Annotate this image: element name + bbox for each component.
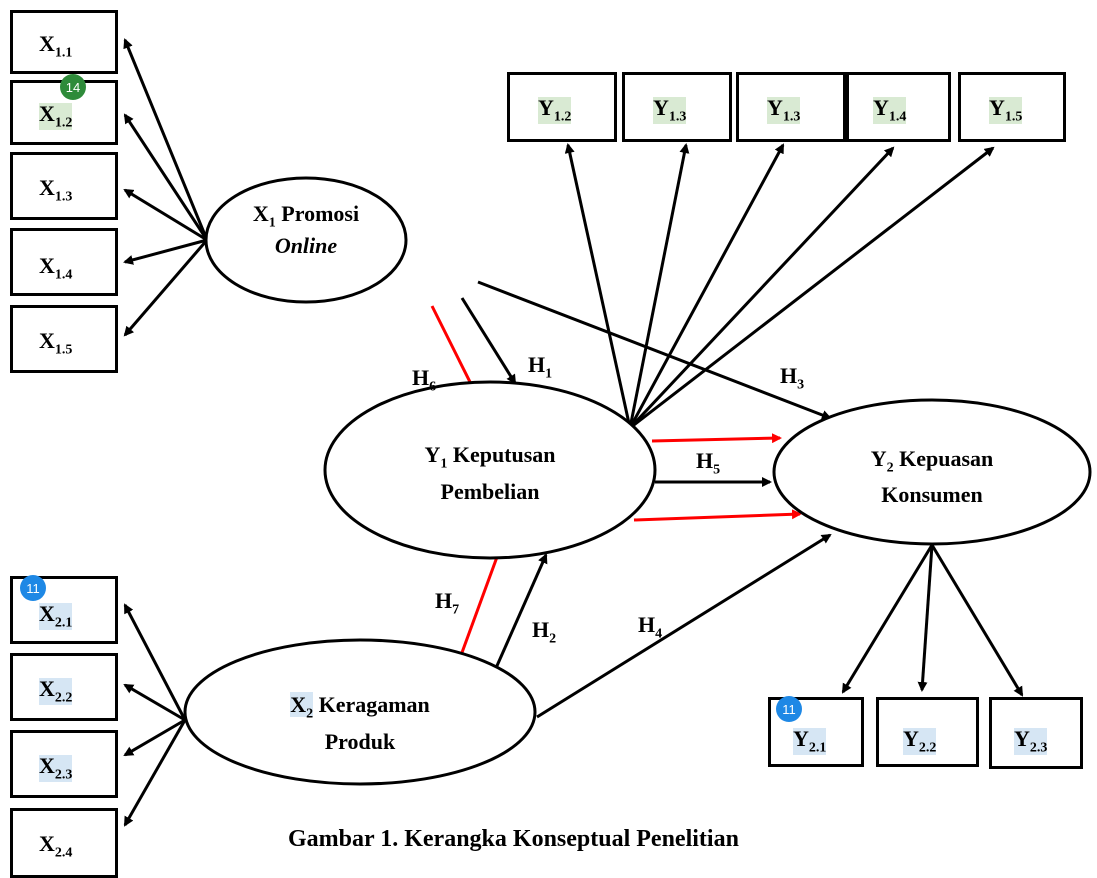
indicator-label: X1.4 [39, 253, 73, 283]
hypothesis-h6: H6 [412, 365, 437, 395]
construct-y1-label: Y1 Keputusan Pembelian [375, 438, 605, 509]
indicator-label: X2.2 [39, 676, 73, 706]
indicator-label: X2.3 [39, 753, 73, 783]
indicator-y2-3: Y2.3 [989, 697, 1083, 769]
x2-ellipse [183, 638, 537, 786]
indicator-y1-3: Y1.3 [622, 72, 732, 142]
comment-badge-blue-y2[interactable]: 11 [776, 696, 802, 722]
construct-y2-label: Y2 Kepuasan Konsumen [830, 442, 1034, 511]
construct-y1-title: Y1 Keputusan [424, 442, 556, 472]
hypothesis-h1: H1 [528, 352, 553, 382]
indicator-label: Y1.3 [653, 95, 687, 125]
indicator-label: Y1.5 [989, 95, 1023, 125]
mediation-paths [430, 305, 802, 659]
construct-x1-subtitle: Online [274, 232, 338, 258]
comment-badge-green[interactable]: 14 [60, 74, 86, 100]
indicator-label: Y1.4 [873, 95, 907, 125]
y1-loading-arrows [564, 143, 995, 430]
indicator-label: Y2.1 [793, 726, 827, 756]
indicator-y1-2: Y1.2 [507, 72, 617, 142]
indicator-label: Y1.2 [538, 95, 572, 125]
indicator-label: Y1.3 [767, 95, 801, 125]
indicator-y2-2: Y2.2 [876, 697, 979, 767]
x1-loading-arrows [123, 38, 209, 337]
indicator-label: X1.3 [39, 175, 73, 205]
construct-x2-title: X2 Keragaman [290, 692, 430, 722]
indicator-label: Y2.3 [1014, 726, 1048, 756]
indicator-label: X1.1 [39, 31, 73, 61]
indicator-x1-1: X1.1 [10, 10, 118, 74]
indicator-y1-4: Y1.4 [846, 72, 951, 142]
indicator-x1-3: X1.3 [10, 152, 118, 220]
indicator-label: X2.4 [39, 831, 73, 861]
construct-x1-label: X1 Promosi Online [236, 200, 376, 259]
indicator-x2-2: X2.2 [10, 653, 118, 721]
construct-y2-title: Y2 Kepuasan [870, 446, 994, 476]
hypothesis-h3: H3 [780, 363, 805, 393]
x1-ellipse [204, 176, 408, 304]
hypothesis-h7: H7 [435, 588, 460, 618]
y2-loading-arrows [841, 544, 1024, 697]
hypothesis-h5: H5 [696, 448, 721, 478]
indicator-x1-5: X1.5 [10, 305, 118, 373]
y1-ellipse [323, 380, 657, 560]
y2-ellipse [772, 398, 1092, 546]
indicator-label: X1.5 [39, 328, 73, 358]
indicator-x2-1: X2.1 [10, 576, 118, 644]
indicator-x2-3: X2.3 [10, 730, 118, 798]
indicator-label: X2.1 [39, 601, 73, 631]
hypothesis-h2: H2 [532, 617, 557, 647]
indicator-label: Y2.2 [903, 726, 937, 756]
comment-badge-blue-x2[interactable]: 11 [20, 575, 46, 601]
structural-paths [460, 280, 832, 719]
construct-x1-title: X1 Promosi [252, 201, 360, 231]
indicator-y1-3b: Y1.3 [736, 72, 846, 142]
hypothesis-h4: H4 [638, 612, 663, 642]
indicator-x1-4: X1.4 [10, 228, 118, 296]
construct-y2-subtitle: Konsumen [881, 482, 983, 508]
indicator-label: X1.2 [39, 101, 73, 131]
construct-x2-subtitle: Produk [324, 729, 396, 755]
construct-y1-subtitle: Pembelian [440, 479, 540, 505]
indicator-x2-4: X2.4 [10, 808, 118, 878]
figure-caption: Gambar 1. Kerangka Konseptual Penelitian [288, 826, 739, 852]
x2-loading-arrows [123, 603, 187, 827]
construct-x2-label: X2 Keragaman Produk [245, 688, 475, 759]
indicator-y1-5: Y1.5 [958, 72, 1066, 142]
